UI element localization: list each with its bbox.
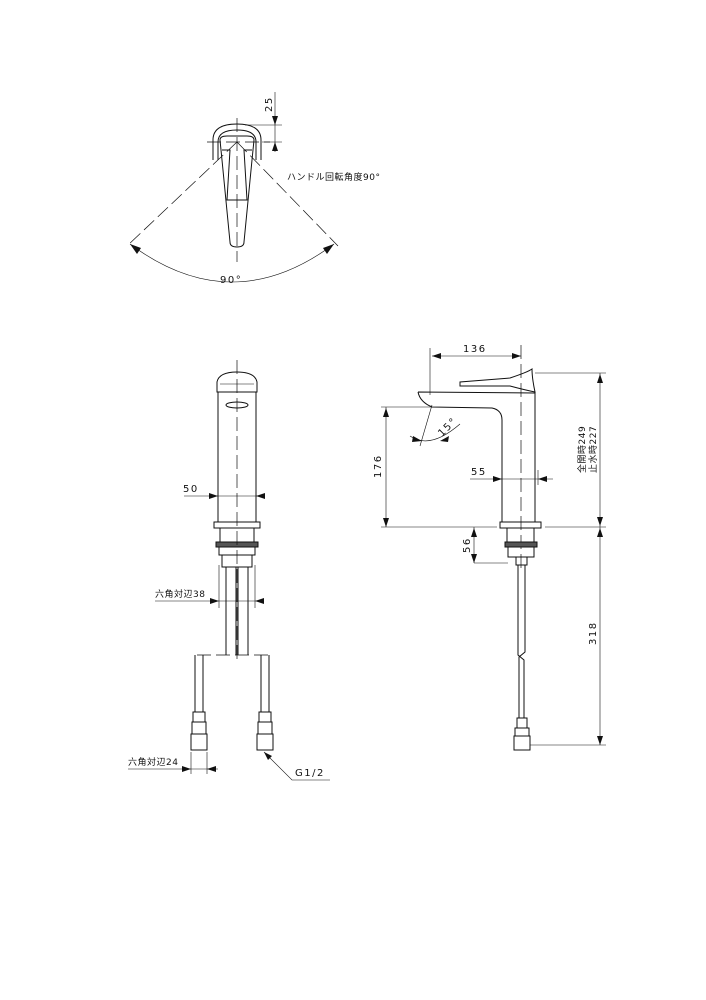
- hex-nut-label: 六角対辺38: [155, 588, 205, 600]
- arrow: [597, 374, 603, 383]
- arrow: [272, 142, 278, 151]
- arrow: [440, 436, 449, 442]
- arrow: [130, 244, 141, 254]
- arrow: [493, 476, 502, 482]
- hex-fitting-label: 六角対辺24: [128, 756, 178, 768]
- hose-ferrule-left: [192, 711, 206, 723]
- height-closed: 止水時227: [587, 426, 599, 473]
- nut-body: [515, 556, 528, 566]
- hex-fitting-left: [190, 733, 208, 751]
- handle-lever: [219, 135, 255, 248]
- dim-body-width-side: 55: [471, 467, 487, 478]
- hex-fitting: [513, 735, 531, 751]
- hose-fitting-left: [191, 721, 207, 735]
- hose-fitting: [514, 727, 530, 737]
- dim-hose-length: 318: [588, 621, 599, 645]
- height-open: 全開時249: [576, 426, 588, 473]
- lock-nut: [504, 541, 538, 548]
- arrow: [597, 528, 603, 537]
- hose-ferrule-right: [258, 711, 272, 723]
- hoses: [194, 655, 270, 712]
- angle-arc: [129, 243, 335, 283]
- thread-label: G1/2: [295, 768, 325, 779]
- hose: [517, 565, 526, 718]
- arrow: [512, 353, 521, 359]
- arrow: [432, 353, 441, 359]
- dim-below-counter: 56: [462, 537, 473, 553]
- arrow: [264, 752, 272, 760]
- arrow: [323, 244, 334, 254]
- arrow: [255, 598, 264, 604]
- front-view: 50 六角対辺38 六角対辺24 G1/2: [128, 360, 330, 781]
- dim-body-width: 50: [183, 484, 199, 495]
- arrow: [538, 476, 547, 482]
- rotation-limit-right: [236, 141, 339, 247]
- arrow: [272, 116, 278, 125]
- arrow: [383, 408, 389, 417]
- arrow: [597, 736, 603, 745]
- dim-handle-offset: 25: [264, 96, 275, 112]
- arrow: [207, 766, 216, 772]
- arrow: [182, 766, 191, 772]
- arrow: [412, 436, 422, 442]
- flange: [499, 521, 542, 529]
- dim-reach: 136: [463, 344, 487, 355]
- hex-fitting-right: [256, 733, 274, 751]
- arrow: [210, 598, 219, 604]
- arrow: [209, 493, 218, 499]
- rotation-limit-left: [126, 141, 238, 247]
- angle-line: [419, 404, 433, 447]
- leader-line: [263, 751, 330, 781]
- angle-label: 90°: [220, 275, 242, 286]
- arrow: [471, 554, 477, 563]
- dim-spout-height: 176: [373, 454, 384, 478]
- arrow: [256, 493, 265, 499]
- top-view: 90° 25 ハンドル回転角度90°: [126, 92, 380, 286]
- spout: [417, 391, 536, 522]
- arrow: [597, 517, 603, 526]
- side-view: 136 176 15° 55 56 全開時249 止: [373, 344, 606, 751]
- lever-handle: [459, 368, 536, 393]
- hose-ferrule: [516, 717, 528, 729]
- arrow: [383, 518, 389, 527]
- rotation-label: ハンドル回転角度90°: [287, 171, 380, 183]
- arrow: [471, 528, 477, 537]
- hose-fitting-right: [257, 721, 273, 735]
- shank: [506, 527, 535, 543]
